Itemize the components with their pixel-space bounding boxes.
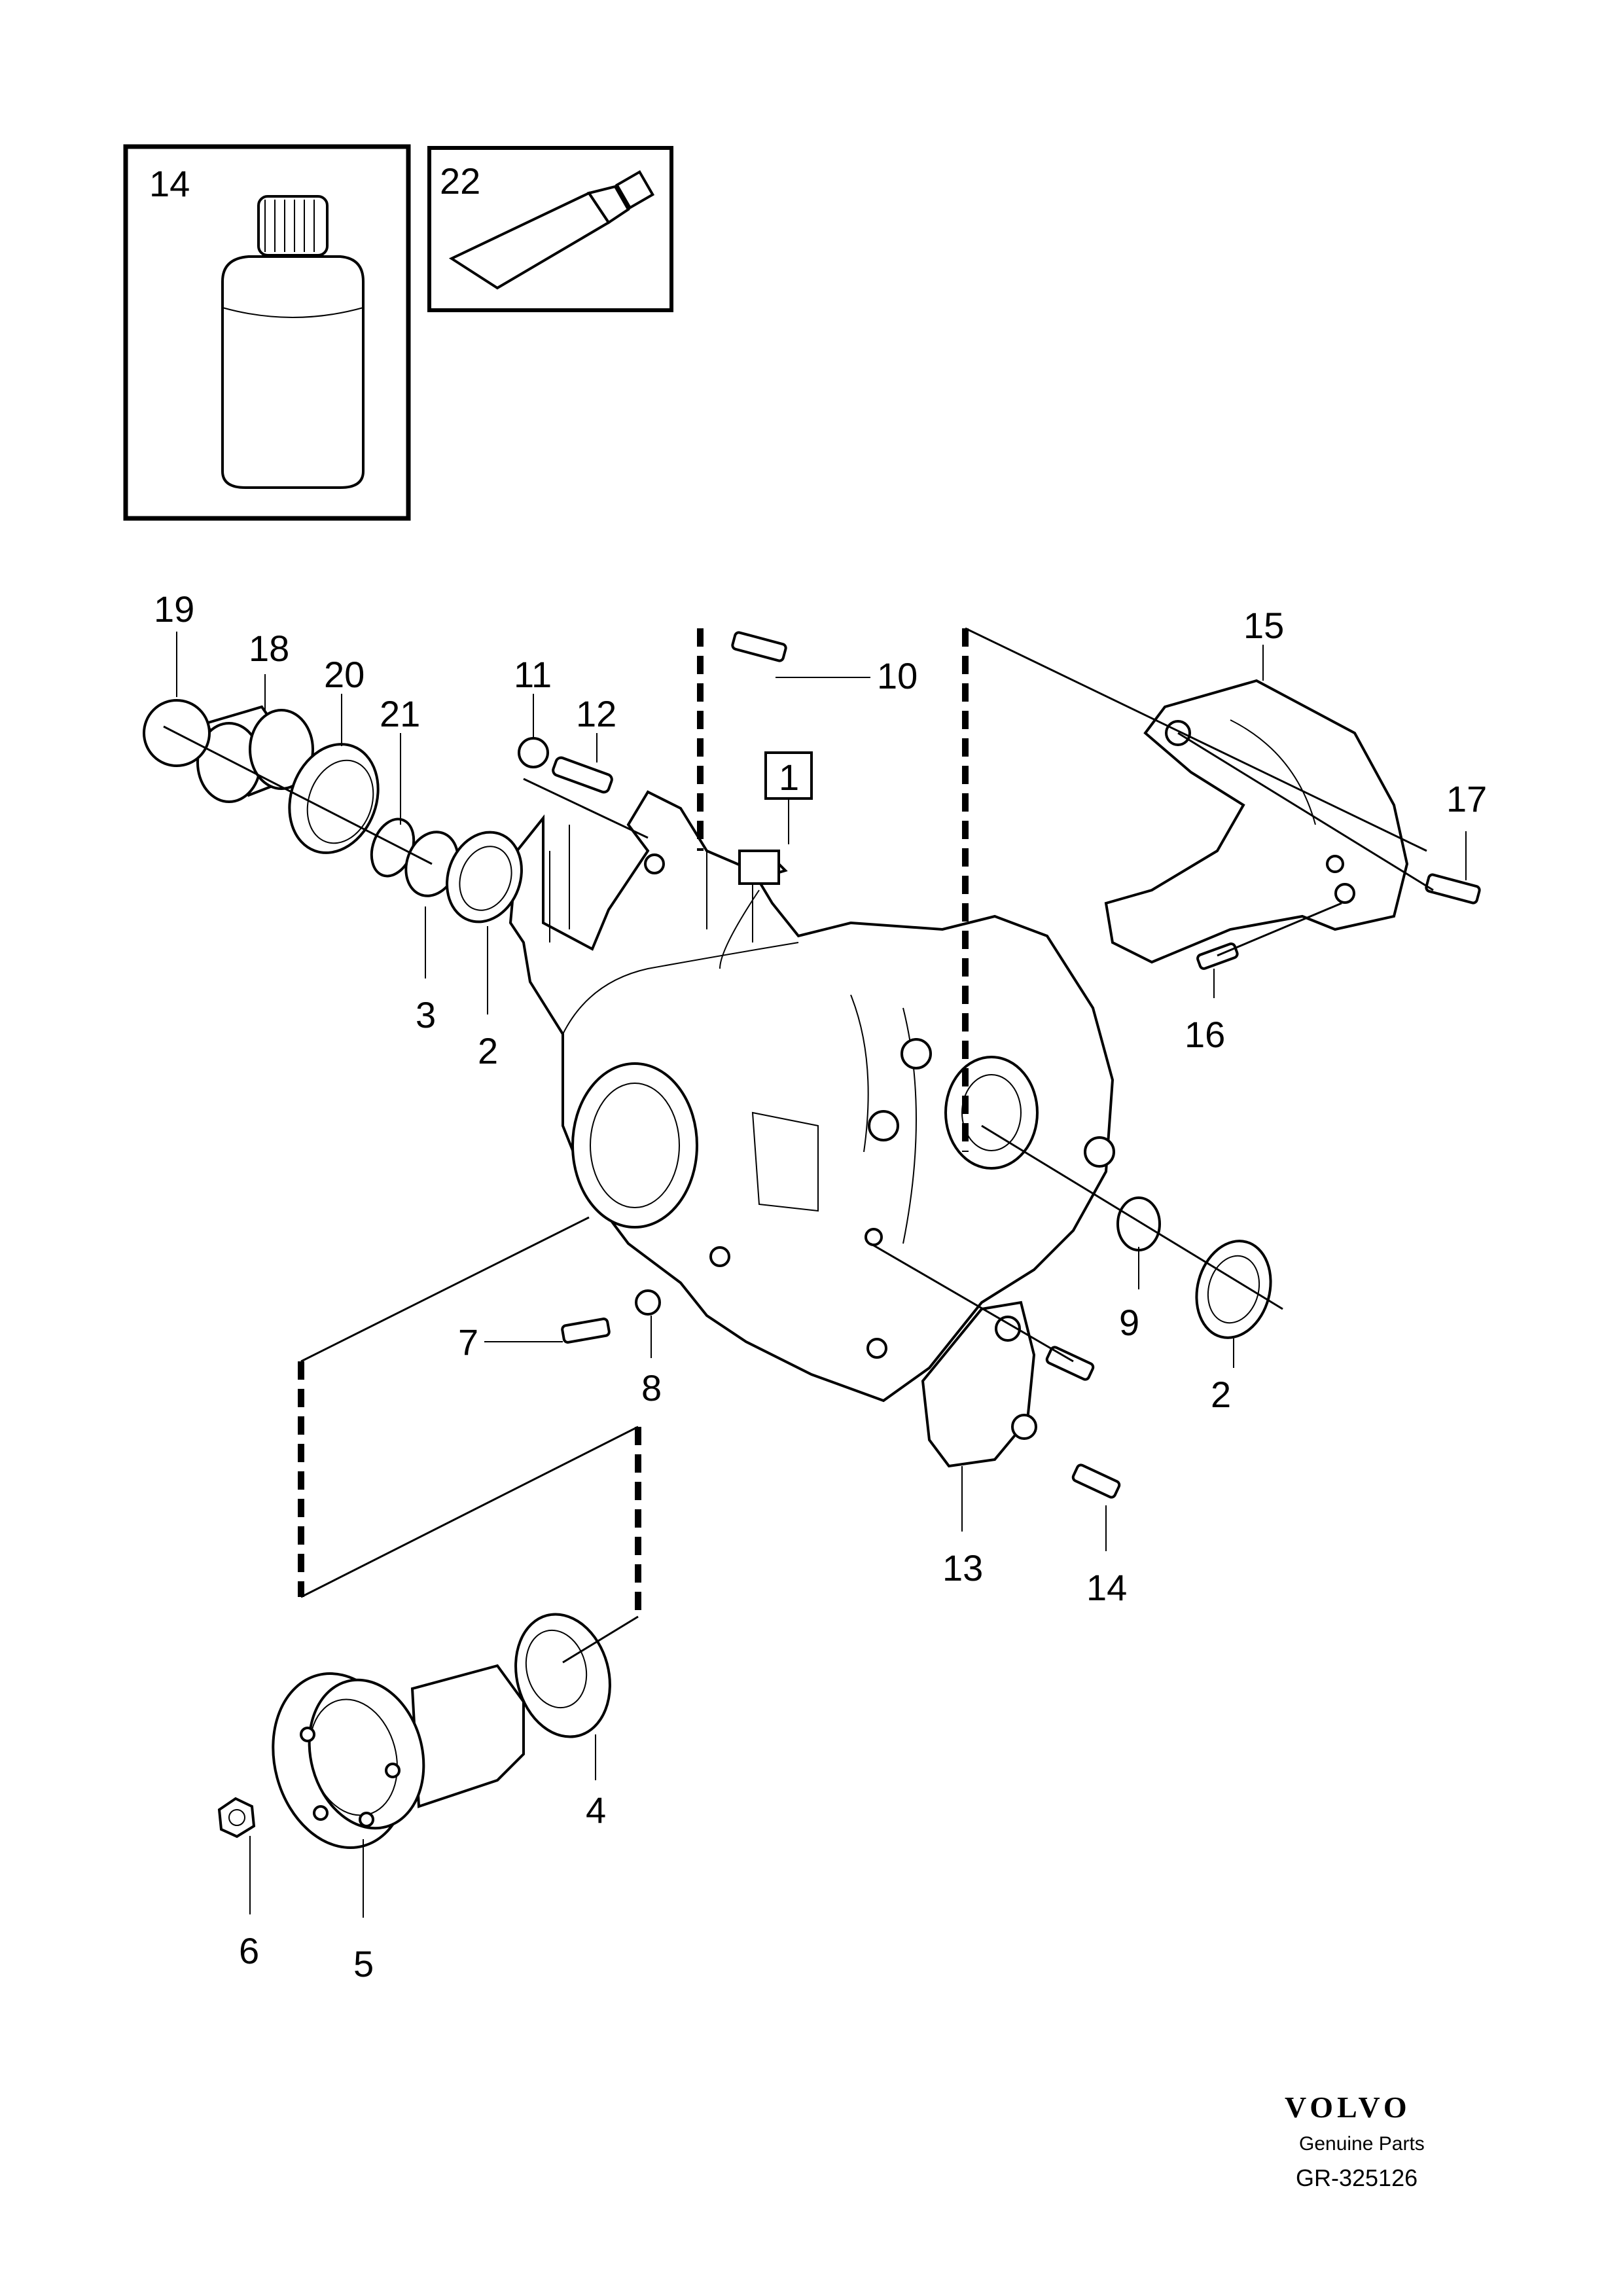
inset-box-sealant-tube: 22 — [427, 146, 673, 312]
housing-bolt-2 — [868, 1110, 899, 1141]
callout-21: 20 — [324, 654, 365, 695]
brand-tagline: Genuine Parts — [1299, 2133, 1425, 2155]
callout-2-left: 2 — [478, 1030, 498, 1071]
callout-12: 12 — [576, 693, 616, 734]
inset-box-oil-bottle: 14 — [123, 144, 411, 521]
bearing-assembly — [143, 699, 523, 924]
callout-3: 3 — [416, 994, 436, 1035]
sealant-tube-illustration — [448, 170, 655, 290]
callout-20: 19 — [154, 588, 194, 630]
callout-11: 11 — [514, 654, 552, 695]
bolt-7 — [561, 1318, 611, 1344]
nut-11 — [518, 737, 549, 768]
callout-9: 9 — [1119, 1302, 1139, 1343]
callout-14: 14 — [1086, 1567, 1127, 1608]
callout-box-1 — [764, 751, 813, 800]
seal-2-right — [1195, 1240, 1272, 1339]
bolt-14 — [1071, 1463, 1121, 1499]
callout-7: 7 — [458, 1321, 478, 1363]
callout-23: 22 — [440, 160, 480, 202]
callout-labels: 1 2 2 3 4 5 6 7 8 9 10 11 12 13 14 15 16… — [154, 588, 1487, 1984]
pin-12 — [552, 756, 613, 794]
callout-17: 16 — [1185, 1014, 1225, 1055]
callout-18: 17 — [1446, 778, 1487, 819]
flange-nut-6 — [217, 1797, 256, 1839]
bolt-10 — [731, 631, 787, 662]
callout-10: 10 — [877, 655, 918, 696]
brand-logo: VOLVO — [1285, 2090, 1411, 2124]
oil-bottle-illustration — [221, 195, 365, 489]
callout-2-right: 2 — [1211, 1374, 1231, 1415]
bolt-13 — [1045, 1346, 1095, 1381]
assembly-guide-lines — [163, 627, 1434, 1664]
bolt-18 — [1425, 873, 1481, 905]
callout-13: 13 — [942, 1547, 983, 1588]
footer: VOLVO Genuine Parts GR-325126 — [1285, 2090, 1425, 2191]
housing-bolt-3 — [1084, 1136, 1115, 1168]
companion-flange-5 — [272, 1664, 525, 1849]
leader-lines — [176, 632, 1467, 1918]
seal-9 — [1116, 1196, 1161, 1251]
callout-16: 15 — [1243, 605, 1284, 646]
support-bracket-16 — [1104, 679, 1409, 964]
diagram-code: GR-325126 — [1296, 2164, 1418, 2191]
callout-6: 6 — [239, 1930, 259, 1971]
callout-4: 4 — [586, 1789, 606, 1831]
callout-22: 21 — [380, 693, 420, 734]
pinion-seal-4 — [514, 1613, 611, 1738]
mount-bracket-13 — [921, 1300, 1037, 1468]
callout-5: 5 — [353, 1943, 374, 1984]
seal-2-left — [446, 831, 523, 924]
plug-1 — [738, 850, 780, 885]
callout-1: 1 — [779, 757, 799, 798]
pinion-bore — [571, 1062, 698, 1229]
callout-15: 14 — [149, 163, 190, 204]
washer-8 — [635, 1289, 661, 1316]
callout-8: 8 — [641, 1367, 662, 1408]
housing-bolt-1 — [901, 1038, 932, 1069]
callout-19: 18 — [249, 628, 289, 669]
bolt-17 — [1196, 942, 1239, 970]
